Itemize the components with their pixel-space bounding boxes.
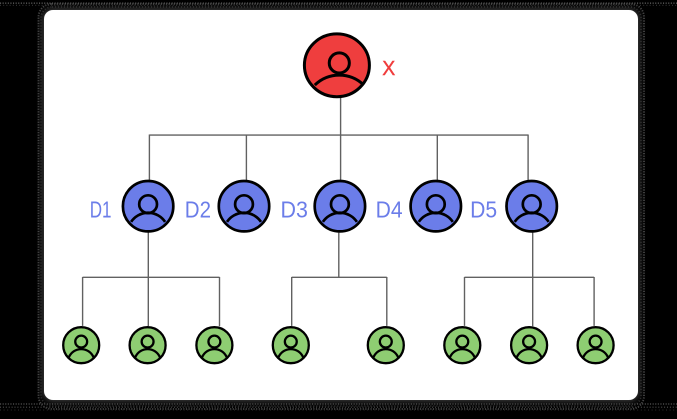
svg-text:D1: D1 [90, 197, 112, 223]
svg-text:D5: D5 [470, 197, 497, 223]
svg-text:D2: D2 [185, 197, 211, 223]
svg-text:D3: D3 [281, 197, 308, 223]
svg-text:D4: D4 [376, 197, 403, 223]
svg-text:X: X [382, 58, 395, 80]
